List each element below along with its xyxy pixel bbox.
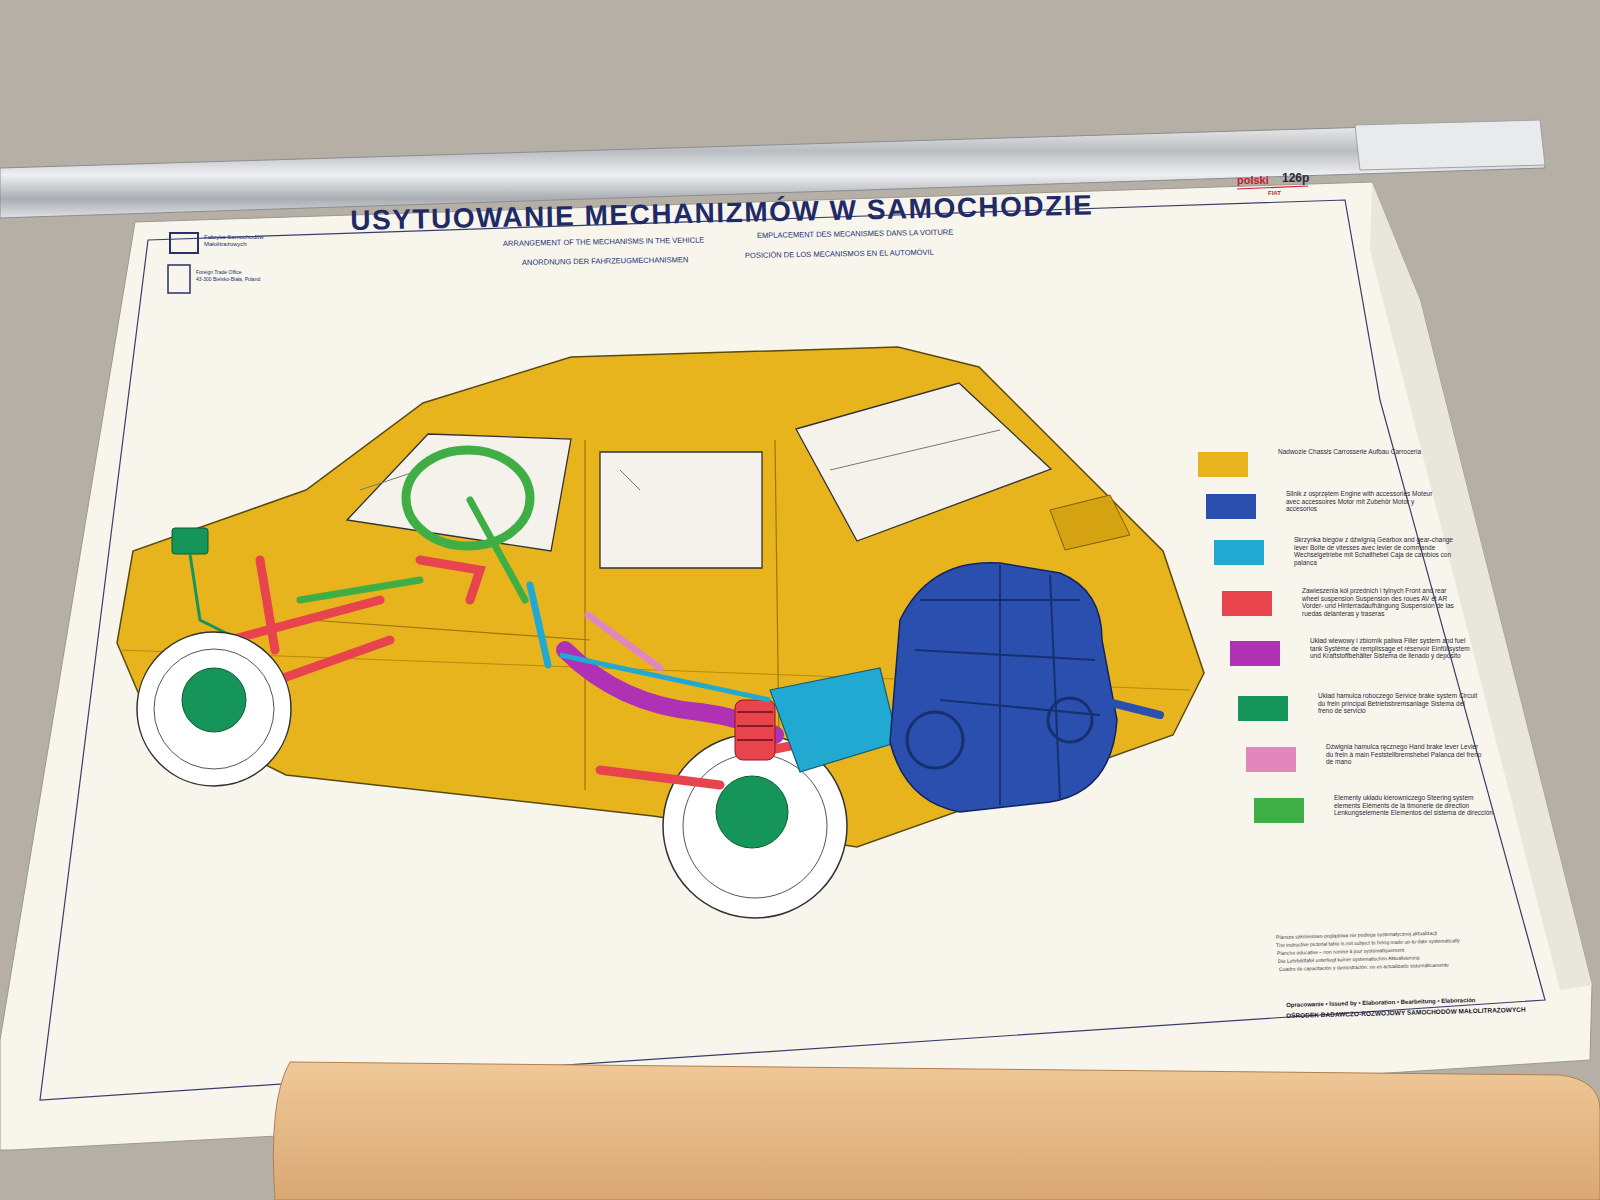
poster-border (40, 200, 1545, 1100)
legend-swatch (1230, 641, 1280, 666)
engine-pulley (1048, 698, 1092, 742)
legend-text: Silnik z osprzętem Engine with accessori… (1286, 490, 1446, 513)
legend-text: Dźwignia hamulca ręcznego Hand brake lev… (1326, 743, 1486, 766)
engine-details (915, 565, 1100, 805)
gearbox (770, 668, 898, 772)
interior-lines (360, 430, 1000, 490)
legend-swatch (1222, 591, 1272, 616)
legend-text: Układ hamulca roboczego Service brake sy… (1318, 692, 1478, 715)
legend-text: Skrzynka biegów z dźwignią Gearbox and g… (1294, 536, 1454, 567)
vent-grille (1050, 495, 1130, 550)
legend-swatch (1206, 494, 1256, 519)
brake-line (190, 554, 240, 640)
brake-reservoir (172, 528, 208, 554)
fsm-logo (170, 233, 198, 253)
legend-text: Elementy układu kierowniczego Steering s… (1334, 794, 1494, 817)
poster-curl (1370, 182, 1592, 990)
legend-swatch (1246, 747, 1296, 772)
steering-column (300, 500, 525, 600)
rail-cap (1355, 120, 1545, 170)
poster-sheet (0, 182, 1592, 1150)
side-window (600, 452, 762, 568)
legend-swatch (1238, 696, 1288, 721)
hand-brake (588, 615, 660, 668)
rear-arm (600, 740, 820, 785)
model-name: 126p (1282, 172, 1309, 186)
gear-lever (530, 585, 548, 665)
legend-swatch (1214, 540, 1264, 565)
engine-pulley (907, 712, 963, 768)
trade-logo (168, 265, 190, 293)
legend-swatch (1254, 798, 1304, 823)
front-rim (154, 649, 274, 769)
brand-logo: FIAT (1268, 190, 1281, 197)
windshield (347, 434, 571, 551)
legend-text: Nadwozie Chassis Carrosserie Aufbau Carr… (1278, 448, 1438, 456)
front-hub (182, 668, 246, 732)
rear-window (796, 383, 1051, 541)
brand-underline (1237, 186, 1308, 189)
front-wheel (137, 632, 291, 786)
exhaust (1100, 700, 1160, 715)
car-body (117, 347, 1204, 847)
legend-text: Zawieszenia kół przednich i tylnych Fron… (1302, 587, 1462, 618)
rear-rim (683, 754, 827, 898)
gear-linkage (560, 655, 770, 700)
office-address: 43-300 Bielsko-Biała, Poland (196, 277, 260, 283)
rear-hub (716, 776, 788, 848)
brand-name: polski (1237, 174, 1269, 187)
maker-name: Fabryka Samochodów Małolitrażowych (204, 234, 272, 248)
spring-coils (737, 712, 773, 740)
bottom-rail (273, 1062, 1600, 1200)
office-name: Foreign Trade Office (196, 270, 242, 276)
rear-spring (735, 700, 775, 760)
legend-swatch (1198, 452, 1248, 477)
engine (890, 563, 1117, 812)
legend-text: Układ wlewowy i zbiornik paliwa Filler s… (1310, 637, 1470, 660)
